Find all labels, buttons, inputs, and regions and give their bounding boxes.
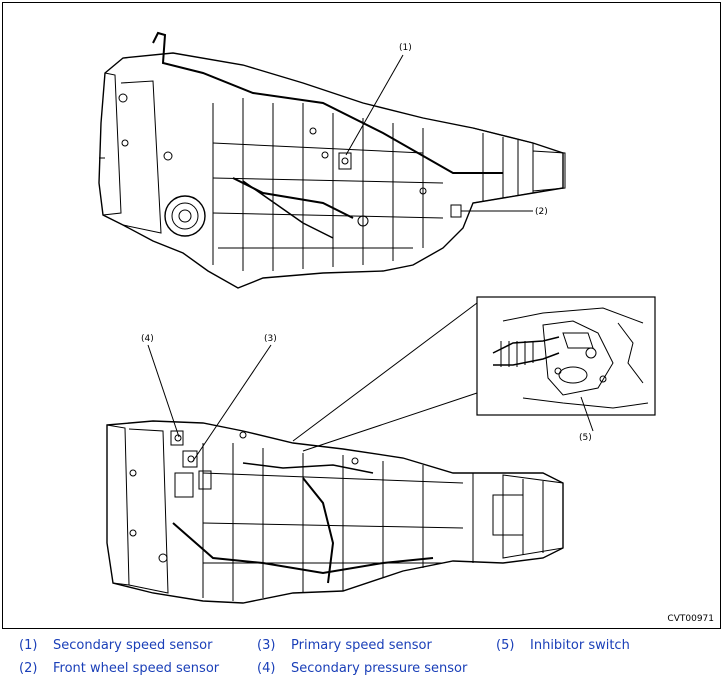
figure-code: CVT00971 — [667, 614, 714, 624]
inset-pointer-top — [292, 302, 478, 442]
inhibitor-switch-inset — [476, 296, 656, 416]
legend-number: (2) — [19, 661, 38, 676]
callout-4: (4) — [141, 334, 154, 344]
transmission-line-art — [98, 31, 656, 604]
legend-item-inhibitor-switch: (5) Inhibitor switch — [496, 638, 630, 653]
legend: (1) Secondary speed sensor (2) Front wheel… — [0, 632, 728, 685]
legend-text: Front wheel speed sensor — [53, 661, 220, 676]
callout-5: (5) — [579, 433, 592, 443]
legend-number: (5) — [496, 638, 515, 653]
legend-text: Inhibitor switch — [530, 638, 630, 653]
legend-text: Primary speed sensor — [291, 638, 432, 653]
upper-transmission-view — [98, 31, 566, 289]
callout-2: (2) — [535, 207, 548, 217]
legend-text: Secondary pressure sensor — [291, 661, 468, 676]
leader-line-3 — [192, 344, 272, 462]
legend-item-front-wheel-speed-sensor: (2) Front wheel speed sensor — [19, 661, 219, 676]
legend-text: Secondary speed sensor — [53, 638, 213, 653]
callout-1: (1) — [399, 43, 412, 53]
inset-pointer-bottom — [302, 392, 478, 452]
legend-number: (4) — [257, 661, 276, 676]
legend-number: (1) — [19, 638, 38, 653]
leader-line-4 — [147, 344, 180, 438]
leader-line-1 — [345, 54, 404, 156]
legend-item-secondary-pressure-sensor: (4) Secondary pressure sensor — [257, 661, 467, 676]
legend-item-primary-speed-sensor: (3) Primary speed sensor — [257, 638, 432, 653]
callout-3: (3) — [264, 334, 277, 344]
lower-transmission-view — [106, 420, 564, 604]
legend-number: (3) — [257, 638, 276, 653]
legend-item-secondary-speed-sensor: (1) Secondary speed sensor — [19, 638, 212, 653]
transmission-diagram-figure: (1) (2) (3) (4) (5) CVT00971 — [2, 2, 721, 629]
leader-line-5 — [580, 396, 594, 432]
